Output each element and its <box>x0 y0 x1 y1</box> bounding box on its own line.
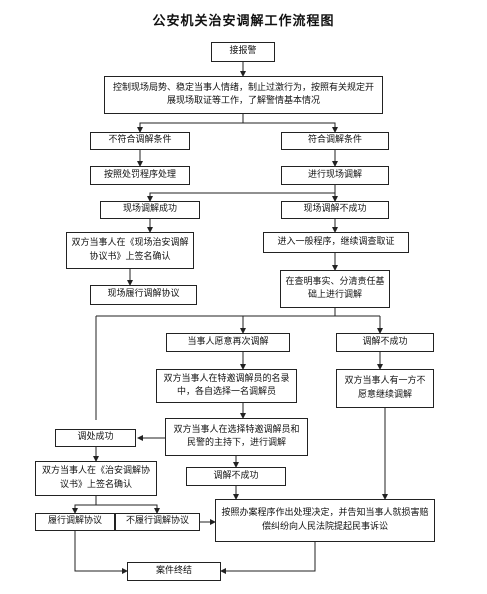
step-receive-report: 接报警 <box>211 42 275 62</box>
step-sign-scene-agreement: 双方当事人在《现场治安调解协议书》上签名确认 <box>66 232 194 269</box>
step-perform-agreement: 履行调解协议 <box>35 513 115 531</box>
step-scene-success: 现场调解成功 <box>100 201 200 219</box>
step-perform-scene-agreement: 现场履行调解协议 <box>90 285 197 305</box>
step-punishment-procedure: 按照处罚程序处理 <box>90 166 190 185</box>
step-sign-agreement: 双方当事人在《治安调解协议书》上签名确认 <box>35 461 157 496</box>
step-mediate-after-facts: 在查明事实、分清责任基础上进行调解 <box>280 270 390 308</box>
step-willing-again: 当事人愿意再次调解 <box>166 333 290 352</box>
step-choose-mediator: 双方当事人在特邀调解员的名录中，各自选择一名调解员 <box>156 369 297 403</box>
page-title: 公安机关治安调解工作流程图 <box>152 14 335 29</box>
step-not-meet-conditions: 不符合调解条件 <box>90 132 190 150</box>
step-scene-fail: 现场调解不成功 <box>281 201 389 219</box>
step-one-party-unwilling: 双方当事人有一方不愿意继续调解 <box>336 369 434 408</box>
step-mediation-fail: 调解不成功 <box>336 333 434 352</box>
step-case-closed: 案件终结 <box>127 562 221 581</box>
step-mediation-success: 调处成功 <box>55 429 136 447</box>
step-scene-mediation: 进行现场调解 <box>281 166 389 185</box>
step-control-scene: 控制现场局势、稳定当事人情绪，制止过激行为，按照有关规定开展现场取证等工作，了解… <box>104 76 383 114</box>
step-handle-case: 按照办案程序作出处理决定，并告知当事人就损害赔偿纠纷向人民法院提起民事诉讼 <box>215 499 435 542</box>
step-meet-conditions: 符合调解条件 <box>281 132 389 150</box>
step-special-mediation: 双方当事人在选择特邀调解员和民警的主持下，进行调解 <box>165 418 308 456</box>
step-mediation-fail-2: 调解不成功 <box>186 467 286 486</box>
step-general-procedure: 进入一般程序，继续调查取证 <box>263 232 409 253</box>
step-not-perform-agreement: 不履行调解协议 <box>115 513 200 531</box>
